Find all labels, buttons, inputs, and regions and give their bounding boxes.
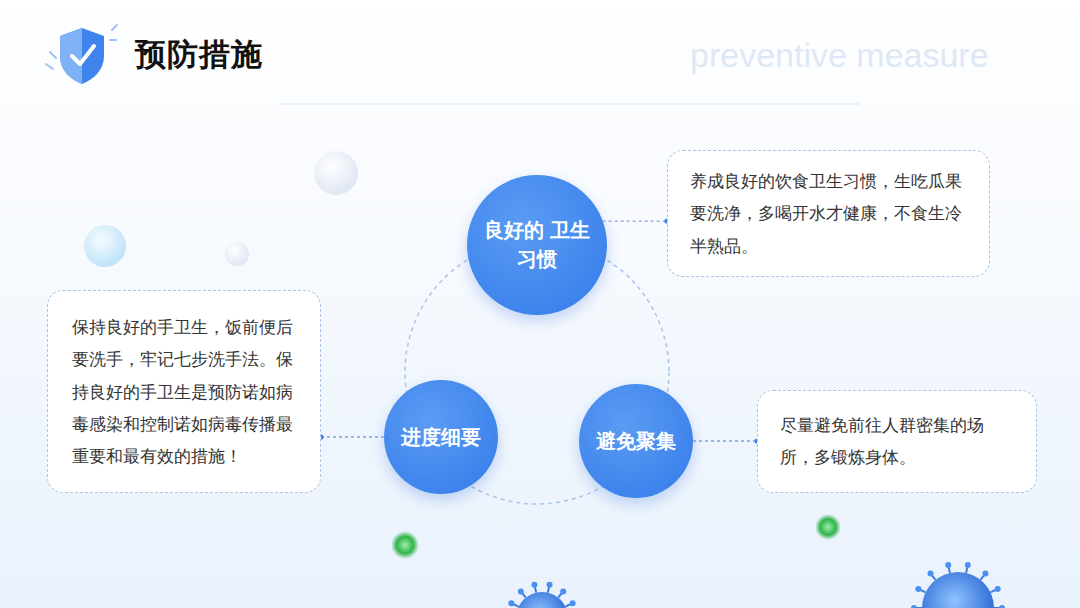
shield-icon <box>46 25 117 84</box>
topic-circle: 良好的 卫生习惯 <box>467 175 607 315</box>
callout-text: 养成良好的饮食卫生习惯，生吃瓜果要洗净，多喝开水才健康，不食生冷半熟品。 <box>690 165 967 262</box>
leader-connector <box>693 438 760 443</box>
watermark: preventive measure <box>690 36 989 75</box>
bubble <box>314 151 358 195</box>
callout-box: 保持良好的手卫生，饭前便后要洗手，牢记七步洗手法。保持良好的手卫生是预防诺如病毒… <box>47 290 321 493</box>
callout-box: 养成良好的饮食卫生习惯，生吃瓜果要洗净，多喝开水才健康，不食生冷半熟品。 <box>667 150 990 277</box>
virus-dot <box>815 514 841 540</box>
virus-spikes <box>505 562 1005 608</box>
circle-label: 良好的 卫生习惯 <box>467 216 607 274</box>
virus-icon <box>516 572 994 608</box>
bubble <box>225 242 249 266</box>
topic-circle: 避免聚集 <box>579 384 693 498</box>
callout-text: 保持良好的手卫生，饭前便后要洗手，牢记七步洗手法。保持良好的手卫生是预防诺如病毒… <box>72 311 296 472</box>
circle-label: 避免聚集 <box>588 427 684 456</box>
title-rule <box>280 103 860 105</box>
topic-circle: 进度细要 <box>384 380 498 494</box>
leader-connector <box>318 434 384 439</box>
callout-box: 尽量避免前往人群密集的场所，多锻炼身体。 <box>757 390 1037 493</box>
callout-text: 尽量避免前往人群密集的场所，多锻炼身体。 <box>780 409 1014 474</box>
page-title: 预防措施 <box>135 34 263 76</box>
virus-dot <box>391 531 419 559</box>
bubble <box>84 225 126 267</box>
leader-connector <box>603 218 670 223</box>
circle-label: 进度细要 <box>393 423 489 452</box>
